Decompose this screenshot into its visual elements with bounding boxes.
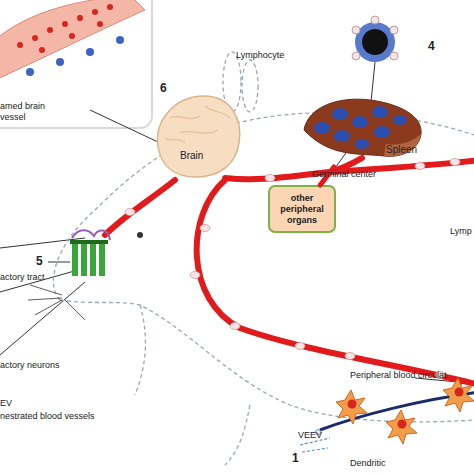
structure-label: actory tract xyxy=(0,272,45,283)
olfactory-tract-drawing xyxy=(70,230,110,276)
node-label: Spleen xyxy=(386,144,417,155)
organ-box: other peripheral organs xyxy=(268,185,336,233)
inset-frame xyxy=(0,0,152,128)
structure-label: actory neurons xyxy=(0,360,60,371)
structure-label: nestrated blood vessels xyxy=(0,411,95,422)
spleen-shape xyxy=(300,92,425,167)
callout-number: 1 xyxy=(292,452,299,465)
leader-lines xyxy=(0,62,466,386)
callout-number: 5 xyxy=(36,255,43,268)
inflamed-vessel-drawing xyxy=(0,0,145,80)
cell-label: Lymphocyte xyxy=(236,50,284,61)
blood-cells xyxy=(125,159,460,379)
blood-vessels xyxy=(105,158,474,385)
brain-shape xyxy=(150,88,245,183)
lymphocyte-drawing xyxy=(352,16,398,62)
lymph-and-dendritic-drawing xyxy=(300,378,474,452)
mouse-eye xyxy=(137,232,143,238)
whiskers xyxy=(28,285,85,320)
node-label: Brain xyxy=(180,150,203,161)
structure-label: Lymp xyxy=(450,226,472,237)
structure-label: Germinal center xyxy=(312,169,376,180)
brain-organ: Brain xyxy=(150,88,245,183)
virus-label: VEEV xyxy=(298,430,322,441)
callout-number: 4 xyxy=(428,40,435,53)
structure-label: EV xyxy=(0,398,12,409)
inset-caption: amed brain vessel xyxy=(0,101,60,123)
structure-label: Peripheral blood circulat xyxy=(350,370,447,381)
cell-label: Dendritic xyxy=(350,458,386,469)
node-label: other peripheral organs xyxy=(272,193,332,226)
callout-number: 6 xyxy=(160,82,167,95)
spleen-organ: Spleen xyxy=(300,92,425,167)
